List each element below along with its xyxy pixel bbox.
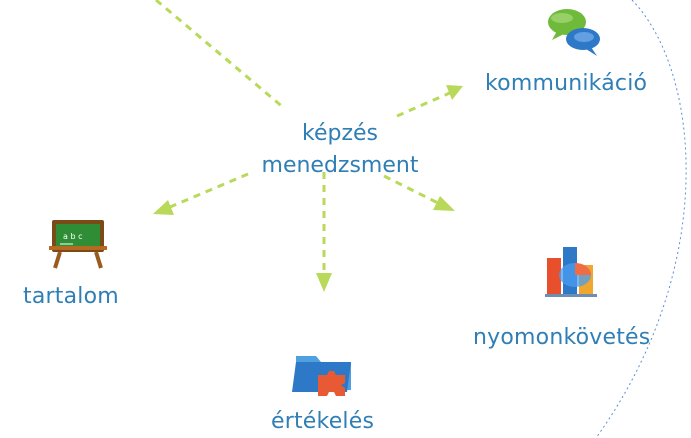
- content-label: tartalom: [23, 284, 119, 309]
- chalkboard-icon: a b c: [49, 220, 107, 269]
- tracking-label: nyomonkövetés: [473, 325, 651, 350]
- center-label-line-1: képzés: [301, 121, 378, 146]
- evaluation-label: értékelés: [271, 409, 375, 434]
- arrow-to-communication: [396, 85, 463, 118]
- speech-bubbles-icon: [548, 9, 600, 56]
- arrow-incoming: [155, 0, 285, 110]
- center-label: képzés menedzsment: [260, 118, 420, 182]
- arrow-to-tracking: [383, 174, 455, 211]
- arrow-to-evaluation: [316, 172, 332, 292]
- folder-puzzle-icon: [292, 356, 351, 396]
- dotted-arc: [595, 0, 687, 438]
- communication-label: kommunikáció: [485, 71, 648, 96]
- chart-icon: [545, 247, 597, 297]
- center-label-line-2: menedzsment: [261, 153, 419, 178]
- svg-text:a b c: a b c: [63, 232, 82, 241]
- arrow-to-content: [153, 172, 249, 215]
